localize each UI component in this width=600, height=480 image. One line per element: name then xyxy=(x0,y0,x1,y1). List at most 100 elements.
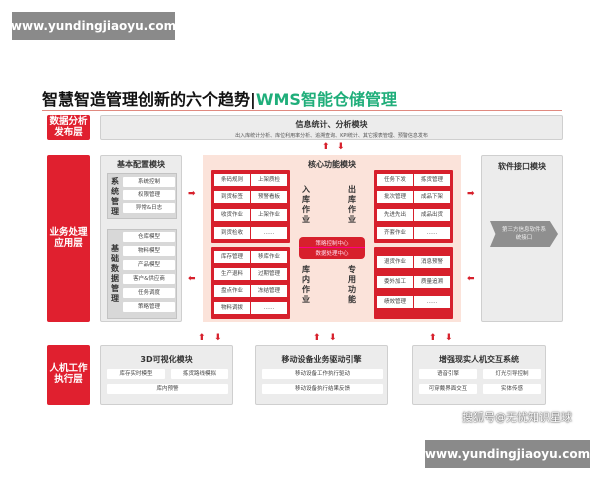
strategy-center: 策略控制中心 xyxy=(299,239,365,248)
inbound-item: 预警看板 xyxy=(251,191,287,203)
inbound-item: 条码规则 xyxy=(214,174,250,186)
page-title: 智慧智造管理创新的六个趋势|WMS智能仓储管理 xyxy=(42,86,397,110)
sys-item: 系统控制 xyxy=(123,177,175,187)
inventory-item: 移库作业 xyxy=(251,251,287,263)
inventory-item: 盘点作业 xyxy=(214,285,250,297)
arrow-right-icon: ➡ xyxy=(467,189,475,199)
basic-title: 基本配置模块 xyxy=(117,160,165,169)
layer-hmi: 人机工作执行层 xyxy=(47,345,90,405)
visualization-3d-module: 3D可视化模块 库存实时模型 拣货路线模拟 库内预警 xyxy=(100,345,233,405)
special-item: …… xyxy=(414,296,450,308)
interface-title: 软件接口模块 xyxy=(498,162,546,171)
sys-item: 异常&日志 xyxy=(123,203,175,213)
bottom-item: 可穿戴界面交互 xyxy=(419,384,477,394)
arrow-up-icon: ⬆ xyxy=(198,333,206,343)
interface-module: 软件接口模块 第三方信息软件系统接口 xyxy=(481,155,563,322)
core-title: 核心功能模块 xyxy=(308,160,356,169)
arrow-down-icon: ⬇ xyxy=(214,333,222,343)
outbound-block: 任务下发 拣货管理 批次管理 成品下架 先进先出 成品出货 齐套作业 …… xyxy=(374,170,453,243)
special-label: 专用功能 xyxy=(348,265,356,304)
title-accent: WMS智能仓储管理 xyxy=(255,90,397,109)
arrow-left-icon: ⬅ xyxy=(188,274,196,284)
bottom-item: 库内预警 xyxy=(107,384,228,394)
inbound-item: 上架质检 xyxy=(251,174,287,186)
arrow-up-icon: ⬆ xyxy=(313,333,321,343)
system-mgmt-group: 系统管理 系统控制 权限管理 异常&日志 xyxy=(107,173,177,219)
bottom-title: 移动设备业务驱动引擎 xyxy=(281,355,362,364)
inbound-item: 上架作业 xyxy=(251,209,287,221)
basic-config-module: 基本配置模块 系统管理 系统控制 权限管理 异常&日志 基础数据管理 仓库模型 … xyxy=(100,155,182,322)
inventory-item: 库存管理 xyxy=(214,251,250,263)
bottom-item: 移动设备工作执行驱动 xyxy=(262,369,383,379)
special-item: 绩效管理 xyxy=(377,296,413,308)
bottom-item: 拣货路线模拟 xyxy=(171,369,228,379)
data-item: 物料模型 xyxy=(123,246,175,256)
outbound-item: 先进先出 xyxy=(377,209,413,221)
inbound-item: …… xyxy=(251,227,287,239)
watermark-bottom: www.yundingjiaoyu.com xyxy=(425,440,590,468)
sohu-watermark: 搜狐号@无忧知识星球 xyxy=(462,411,572,424)
data-item: 任务调度 xyxy=(123,288,175,298)
data-item: 仓库模型 xyxy=(123,232,175,242)
bottom-item: 语音引擎 xyxy=(419,369,477,379)
inventory-item: 物料调拨 xyxy=(214,302,250,314)
inbound-item: 到货检收 xyxy=(214,227,250,239)
info-module: 信息统计、分析模块 出入库统计分析、库位利用率分析、追溯查询、KPI统计、其它报… xyxy=(100,115,563,140)
info-title: 信息统计、分析模块 xyxy=(295,120,368,129)
arrow-left-icon: ⬅ xyxy=(467,274,475,284)
outbound-item: 拣货管理 xyxy=(414,174,450,186)
layer-business: 业务处理应用层 xyxy=(47,155,90,322)
outbound-item: 批次管理 xyxy=(377,191,413,203)
data-item: 产品模型 xyxy=(123,260,175,270)
base-data-group: 基础数据管理 仓库模型 物料模型 产品模型 客户&供应商 任务调度 策略管理 xyxy=(107,229,177,319)
arrow-down-icon: ⬇ xyxy=(445,333,453,343)
inbound-item: 收货作业 xyxy=(214,209,250,221)
outbound-item: …… xyxy=(414,227,450,239)
special-item: 退货作业 xyxy=(377,256,413,268)
title-divider xyxy=(42,110,562,111)
outbound-item: 成品出货 xyxy=(414,209,450,221)
inventory-item: 冻结管理 xyxy=(251,285,287,297)
core-module: 核心功能模块 条码规则 上架质检 到货标签 预警看板 收货作业 上架作业 到货检… xyxy=(203,155,461,322)
mobile-engine-module: 移动设备业务驱动引擎 移动设备工作执行驱动 移动设备执行结果反馈 xyxy=(255,345,388,405)
outbound-label: 出库作业 xyxy=(348,185,356,224)
sys-item: 权限管理 xyxy=(123,190,175,200)
outbound-item: 任务下发 xyxy=(377,174,413,186)
arrow-down-icon: ⬇ xyxy=(337,142,345,152)
arrow-down-icon: ⬇ xyxy=(329,333,337,343)
bottom-item: 库存实时模型 xyxy=(107,369,165,379)
bottom-item: 灯光引导控制 xyxy=(483,369,541,379)
data-label: 基础数据管理 xyxy=(111,244,119,303)
inventory-item: 过期管理 xyxy=(251,268,287,280)
inventory-block: 库存管理 移库作业 生产退料 过期管理 盘点作业 冻结管理 物料调拨 …… xyxy=(211,247,290,319)
inventory-label: 库内作业 xyxy=(302,265,310,304)
watermark-top: www.yundingjiaoyu.com xyxy=(11,12,176,40)
special-block: 退货作业 消息预警 委外加工 质量追溯 绩效管理 …… xyxy=(374,247,453,319)
special-item: 质量追溯 xyxy=(414,276,450,288)
bottom-item: 实体传感 xyxy=(483,384,541,394)
bottom-title: 3D可视化模块 xyxy=(140,355,193,364)
layer-data-analysis: 数据分析发布层 xyxy=(47,115,90,140)
ar-interaction-module: 增强现实人机交互系统 语音引擎 灯光引导控制 可穿戴界面交互 实体传感 xyxy=(412,345,546,405)
arrow-up-icon: ⬆ xyxy=(429,333,437,343)
data-center: 数据处理中心 xyxy=(315,251,349,257)
info-desc: 出入库统计分析、库位利用率分析、追溯查询、KPI统计、其它报表管理、预警信息发布 xyxy=(235,133,428,139)
center-pill: 策略控制中心 数据处理中心 xyxy=(299,237,365,259)
title-main: 智慧智造管理创新的六个趋势| xyxy=(42,90,256,109)
special-item: 消息预警 xyxy=(414,256,450,268)
inbound-label: 入库作业 xyxy=(302,185,310,224)
bottom-item: 移动设备执行结果反馈 xyxy=(262,384,383,394)
inventory-item: …… xyxy=(251,302,287,314)
data-item: 客户&供应商 xyxy=(123,274,175,284)
outbound-item: 成品下架 xyxy=(414,191,450,203)
inventory-item: 生产退料 xyxy=(214,268,250,280)
arrow-right-icon: ➡ xyxy=(188,189,196,199)
arrow-up-icon: ⬆ xyxy=(322,142,330,152)
data-item: 策略管理 xyxy=(123,302,175,312)
inbound-block: 条码规则 上架质检 到货标签 预警看板 收货作业 上架作业 到货检收 …… xyxy=(211,170,290,243)
inbound-item: 到货标签 xyxy=(214,191,250,203)
bottom-title: 增强现实人机交互系统 xyxy=(439,355,519,364)
special-item: 委外加工 xyxy=(377,276,413,288)
outbound-item: 齐套作业 xyxy=(377,227,413,239)
third-party-interface-tag: 第三方信息软件系统接口 xyxy=(490,221,558,247)
